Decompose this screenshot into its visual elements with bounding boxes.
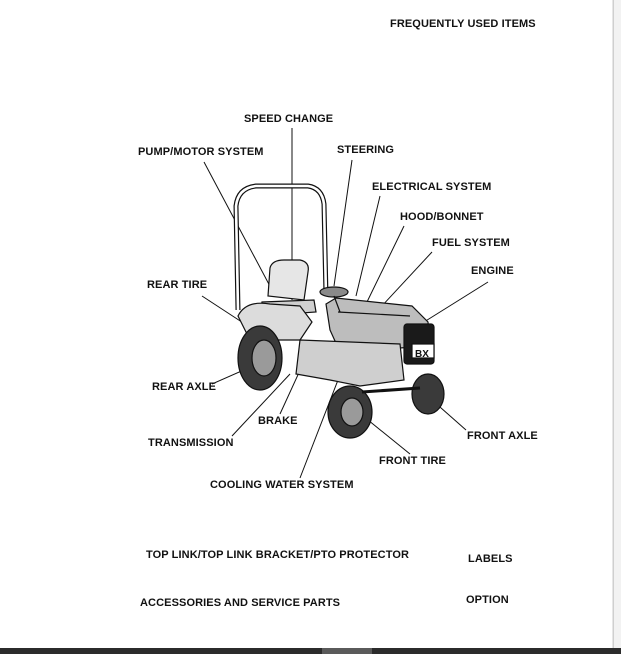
tractor-diagram: BX bbox=[201, 128, 489, 479]
label-brake[interactable]: BRAKE bbox=[258, 415, 298, 427]
label-engine[interactable]: ENGINE bbox=[471, 265, 514, 277]
label-cooling-water-system[interactable]: COOLING WATER SYSTEM bbox=[210, 479, 354, 491]
model-badge: BX bbox=[415, 349, 429, 360]
link-top-link[interactable]: TOP LINK/TOP LINK BRACKET/PTO PROTECTOR bbox=[146, 549, 410, 561]
label-fuel-system[interactable]: FUEL SYSTEM bbox=[432, 237, 510, 249]
label-front-axle[interactable]: FRONT AXLE bbox=[467, 430, 538, 442]
label-transmission[interactable]: TRANSMISSION bbox=[148, 437, 234, 449]
label-pump-motor-system[interactable]: PUMP/MOTOR SYSTEM bbox=[138, 146, 264, 158]
label-rear-tire[interactable]: REAR TIRE bbox=[147, 279, 208, 291]
page-title: FREQUENTLY USED ITEMS bbox=[390, 18, 536, 30]
label-front-tire[interactable]: FRONT TIRE bbox=[379, 455, 446, 467]
tractor-illustration bbox=[233, 183, 445, 439]
label-rear-axle[interactable]: REAR AXLE bbox=[152, 381, 217, 393]
horizontal-scrollbar[interactable] bbox=[0, 648, 621, 654]
link-accessories[interactable]: ACCESSORIES AND SERVICE PARTS bbox=[140, 597, 341, 609]
link-option[interactable]: OPTION bbox=[466, 594, 509, 606]
label-electrical-system[interactable]: ELECTRICAL SYSTEM bbox=[372, 181, 492, 193]
label-hood-bonnet[interactable]: HOOD/BONNET bbox=[400, 211, 484, 223]
link-labels[interactable]: LABELS bbox=[468, 553, 513, 565]
document-page: FREQUENTLY USED ITEMS bbox=[138, 0, 613, 648]
label-speed-change[interactable]: SPEED CHANGE bbox=[244, 113, 334, 125]
label-steering[interactable]: STEERING bbox=[337, 144, 395, 156]
vertical-scrollbar[interactable] bbox=[613, 0, 621, 654]
scrollbar-thumb[interactable] bbox=[322, 648, 372, 654]
